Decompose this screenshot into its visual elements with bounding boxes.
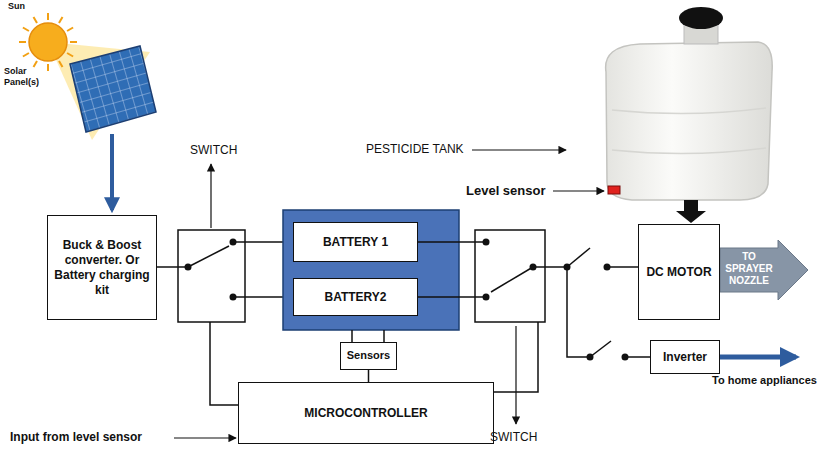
feed-arrow (676, 211, 706, 223)
sun-ray (47, 13, 49, 20)
switch-box (178, 230, 245, 322)
callout-arrow (515, 326, 516, 424)
callout-label: PESTICIDE TANK (366, 142, 464, 156)
sun-ray (34, 61, 38, 67)
callout-arrow (174, 437, 236, 438)
sensor-wire (383, 330, 385, 342)
converter-box: Buck & Boost converter. Or Battery charg… (47, 215, 157, 320)
sun-ray (19, 41, 26, 43)
switch-symbol (153, 242, 293, 297)
sun-rays (19, 13, 77, 71)
motor-box: DC MOTOR (638, 224, 720, 320)
callout-label: SWITCH (490, 430, 537, 444)
tank-cap (679, 7, 723, 29)
battery-box: BATTERY 1 (293, 222, 418, 262)
sun-ray (70, 41, 77, 43)
callout-label: Level sensor (466, 183, 546, 199)
tank-ridges (612, 108, 766, 154)
node-label: DC MOTOR (646, 265, 711, 280)
node-label: Inverter (663, 350, 707, 365)
sun-ray (34, 17, 38, 23)
figure-label: Solar Panel(s) (4, 66, 62, 88)
callout-label: SWITCH (190, 143, 237, 157)
wire-connector (368, 370, 370, 382)
switch-contacts (483, 239, 537, 301)
sun-ray (47, 64, 49, 71)
sun-ray (67, 53, 73, 57)
sun-icon (29, 23, 67, 61)
node-label: BATTERY 1 (323, 235, 388, 250)
switch-box (475, 230, 545, 322)
battery-pack (283, 210, 459, 330)
node-label: Buck & Boost converter. Or Battery charg… (52, 238, 152, 298)
controller-box: MICROCONTROLLER (238, 382, 494, 444)
callout-arrow (472, 149, 566, 150)
control-wire (210, 322, 238, 405)
power-arrow (110, 134, 114, 210)
solar-panel (70, 46, 156, 132)
feed-arrow (684, 200, 698, 212)
switch-contacts (185, 239, 237, 301)
node-label: MICROCONTROLLER (304, 406, 427, 421)
battery-box: BATTERY2 (293, 278, 418, 316)
figure-label: Sun (8, 1, 25, 12)
pesticide-tank (606, 42, 773, 200)
node-label: Sensors (347, 349, 390, 363)
switch-contacts (564, 264, 629, 361)
callout-arrow (210, 164, 211, 228)
sun-ray (23, 28, 29, 32)
sensor-wire (351, 330, 353, 342)
switch-symbol (418, 242, 567, 297)
output-label: To home appliances (712, 374, 817, 387)
output-label: TO SPRAYER NOZZLE (720, 251, 778, 287)
sun-ray (59, 17, 63, 23)
sun-ray (59, 61, 63, 67)
sensor-box: Sensors (340, 342, 397, 370)
node-label: BATTERY2 (324, 290, 386, 305)
callout-arrow (553, 190, 604, 191)
signal-label: Input from level sensor (10, 430, 142, 444)
sun-ray (67, 28, 73, 32)
level-sensor (608, 186, 620, 194)
sun-ray (23, 53, 29, 57)
inverter-box: Inverter (650, 340, 720, 374)
output-arrow (720, 355, 796, 360)
output-arrow (720, 240, 808, 300)
